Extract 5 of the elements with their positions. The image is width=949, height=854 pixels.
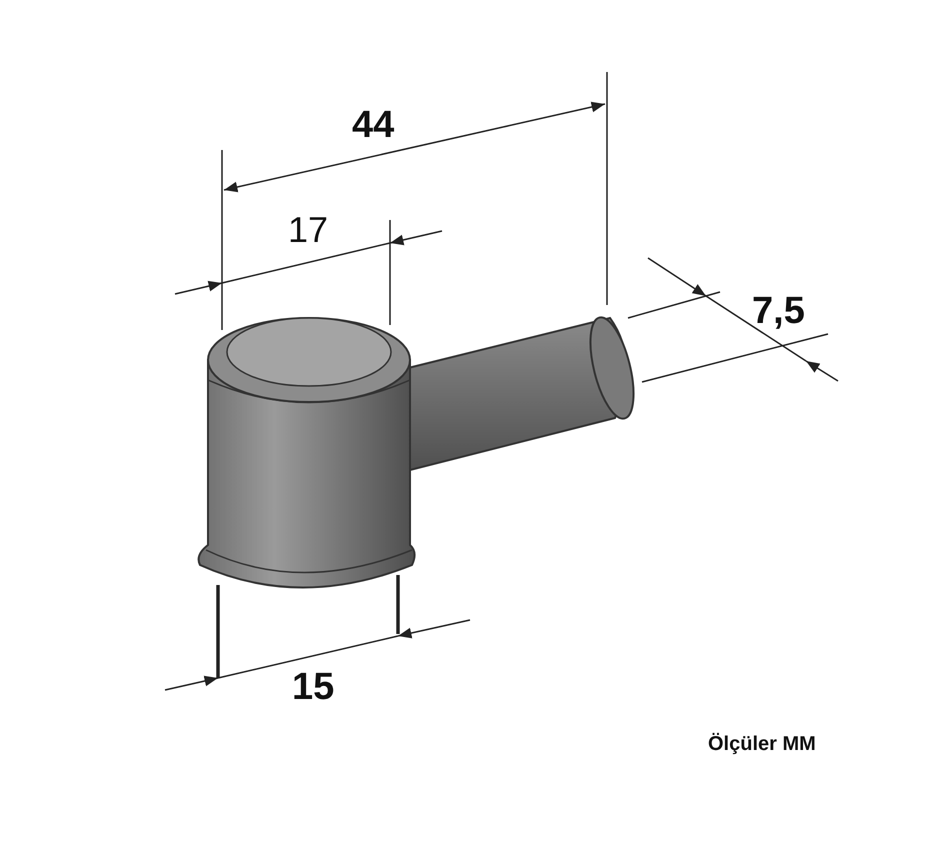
units-note: Ölçüler MM (708, 734, 816, 754)
dimension-label: 15 (292, 668, 334, 706)
dimension-label: 17 (288, 212, 328, 248)
dimension-label: 44 (352, 106, 394, 144)
dimension-label: 7,5 (752, 292, 805, 330)
